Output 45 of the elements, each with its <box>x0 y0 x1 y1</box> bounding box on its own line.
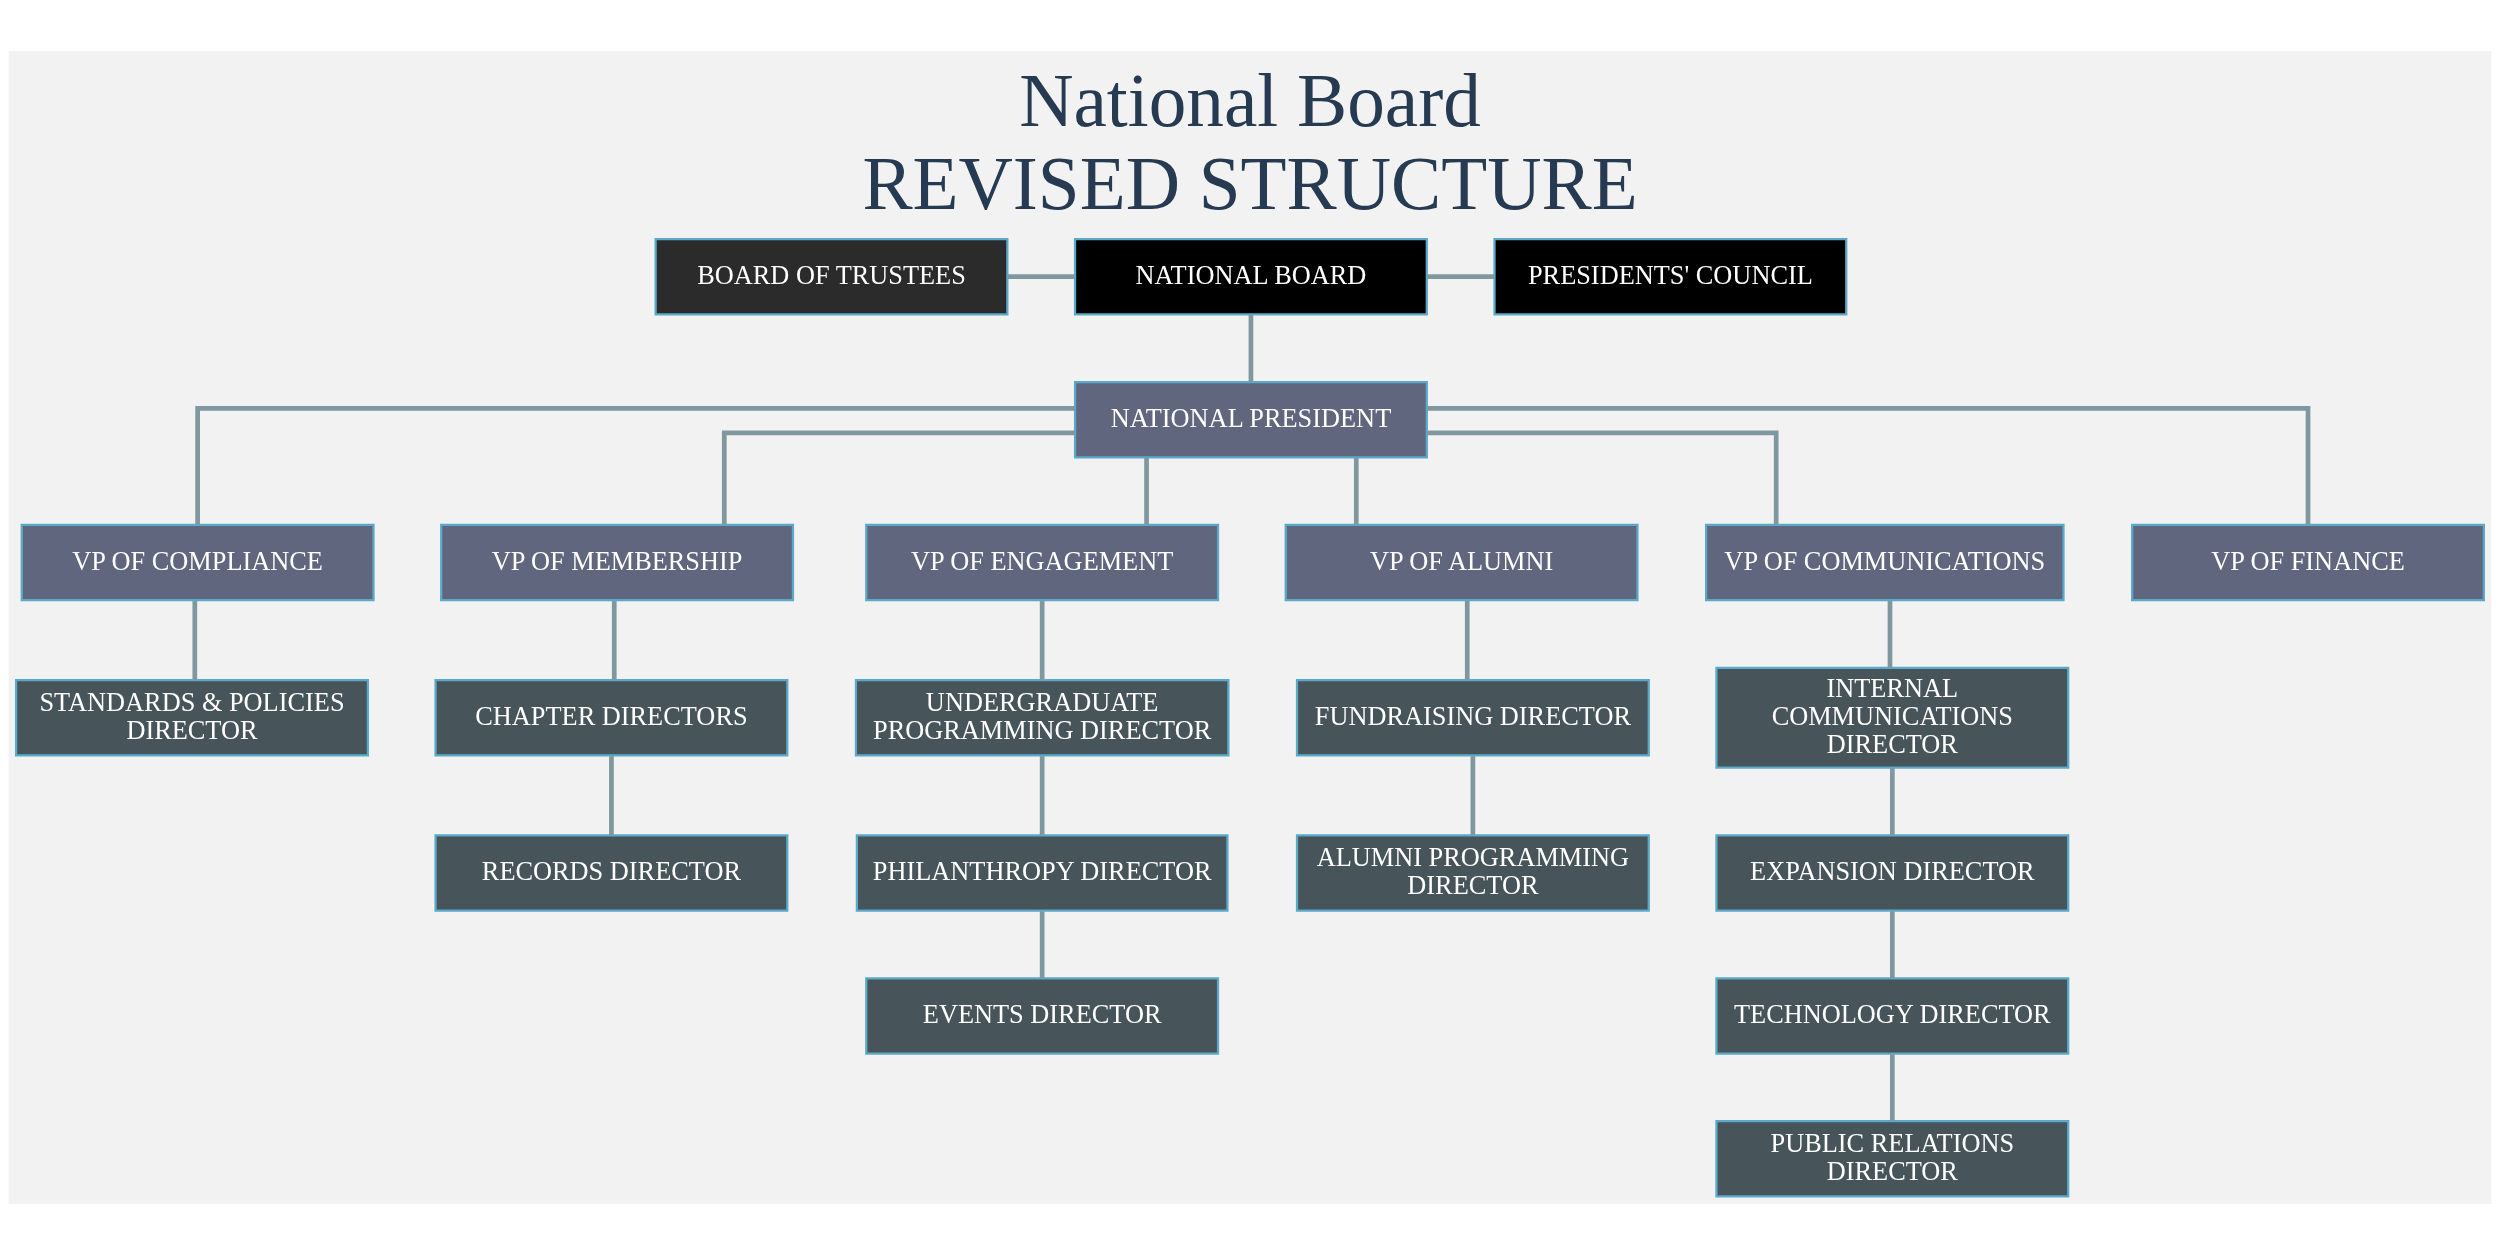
node-box: PUBLIC RELATIONS DIRECTOR <box>1715 1119 2070 1198</box>
node-box: EXPANSION DIRECTOR <box>1715 833 2070 912</box>
node-box: STANDARDS & POLICIES DIRECTOR <box>15 678 369 757</box>
connector <box>1039 910 1045 978</box>
connector <box>611 600 617 680</box>
node-box: VP OF ENGAGEMENT <box>865 523 1220 601</box>
node-box: PHILANTHROPY DIRECTOR <box>855 833 1229 912</box>
connector <box>1890 910 1895 978</box>
node-box: BOARD OF TRUSTEES <box>654 237 1009 315</box>
node-box: CHAPTER DIRECTORS <box>434 678 789 757</box>
node-box: ALUMNI PROGRAMMING DIRECTOR <box>1295 833 1650 912</box>
connector <box>195 405 1075 524</box>
connector <box>1427 273 1495 279</box>
node-box: VP OF COMPLIANCE <box>20 523 375 601</box>
connector <box>721 429 1075 524</box>
node-box: TECHNOLOGY DIRECTOR <box>1715 976 2070 1055</box>
node-box: UNDERGRADUATE PROGRAMMING DIRECTOR <box>854 678 1230 757</box>
connector <box>1887 600 1893 668</box>
connector <box>609 755 614 835</box>
connector <box>1144 457 1149 525</box>
connector <box>1039 600 1045 680</box>
caption: REVISED STRUCTURE <box>862 141 1638 225</box>
connector <box>1464 600 1470 680</box>
node-box: VP OF FINANCE <box>2131 523 2485 601</box>
connector <box>1427 405 2311 524</box>
node-box: VP OF MEMBERSHIP <box>440 523 795 601</box>
node-box: VP OF COMMUNICATIONS <box>1705 523 2065 601</box>
node-box: NATIONAL BOARD <box>1073 237 1428 315</box>
node-box: NATIONAL PRESIDENT <box>1073 380 1428 458</box>
connector <box>1353 457 1359 525</box>
node-box: RECORDS DIRECTOR <box>434 833 789 912</box>
connector <box>1890 767 1895 835</box>
node-box: EVENTS DIRECTOR <box>865 976 1220 1055</box>
connector <box>1427 429 1779 524</box>
node-box: PRESIDENTS' COUNCIL <box>1493 237 1848 315</box>
diagram-title: National Board <box>1019 58 1481 142</box>
connector <box>1039 755 1045 835</box>
node-box: INTERNAL COMMUNICATIONS DIRECTOR <box>1715 666 2070 769</box>
connector <box>1007 273 1075 279</box>
node-box: VP OF ALUMNI <box>1284 523 1639 601</box>
connector <box>1248 314 1254 382</box>
connector <box>1470 755 1476 835</box>
node-box: FUNDRAISING DIRECTOR <box>1295 678 1650 757</box>
connector <box>1890 1053 1895 1121</box>
connector <box>192 600 198 680</box>
